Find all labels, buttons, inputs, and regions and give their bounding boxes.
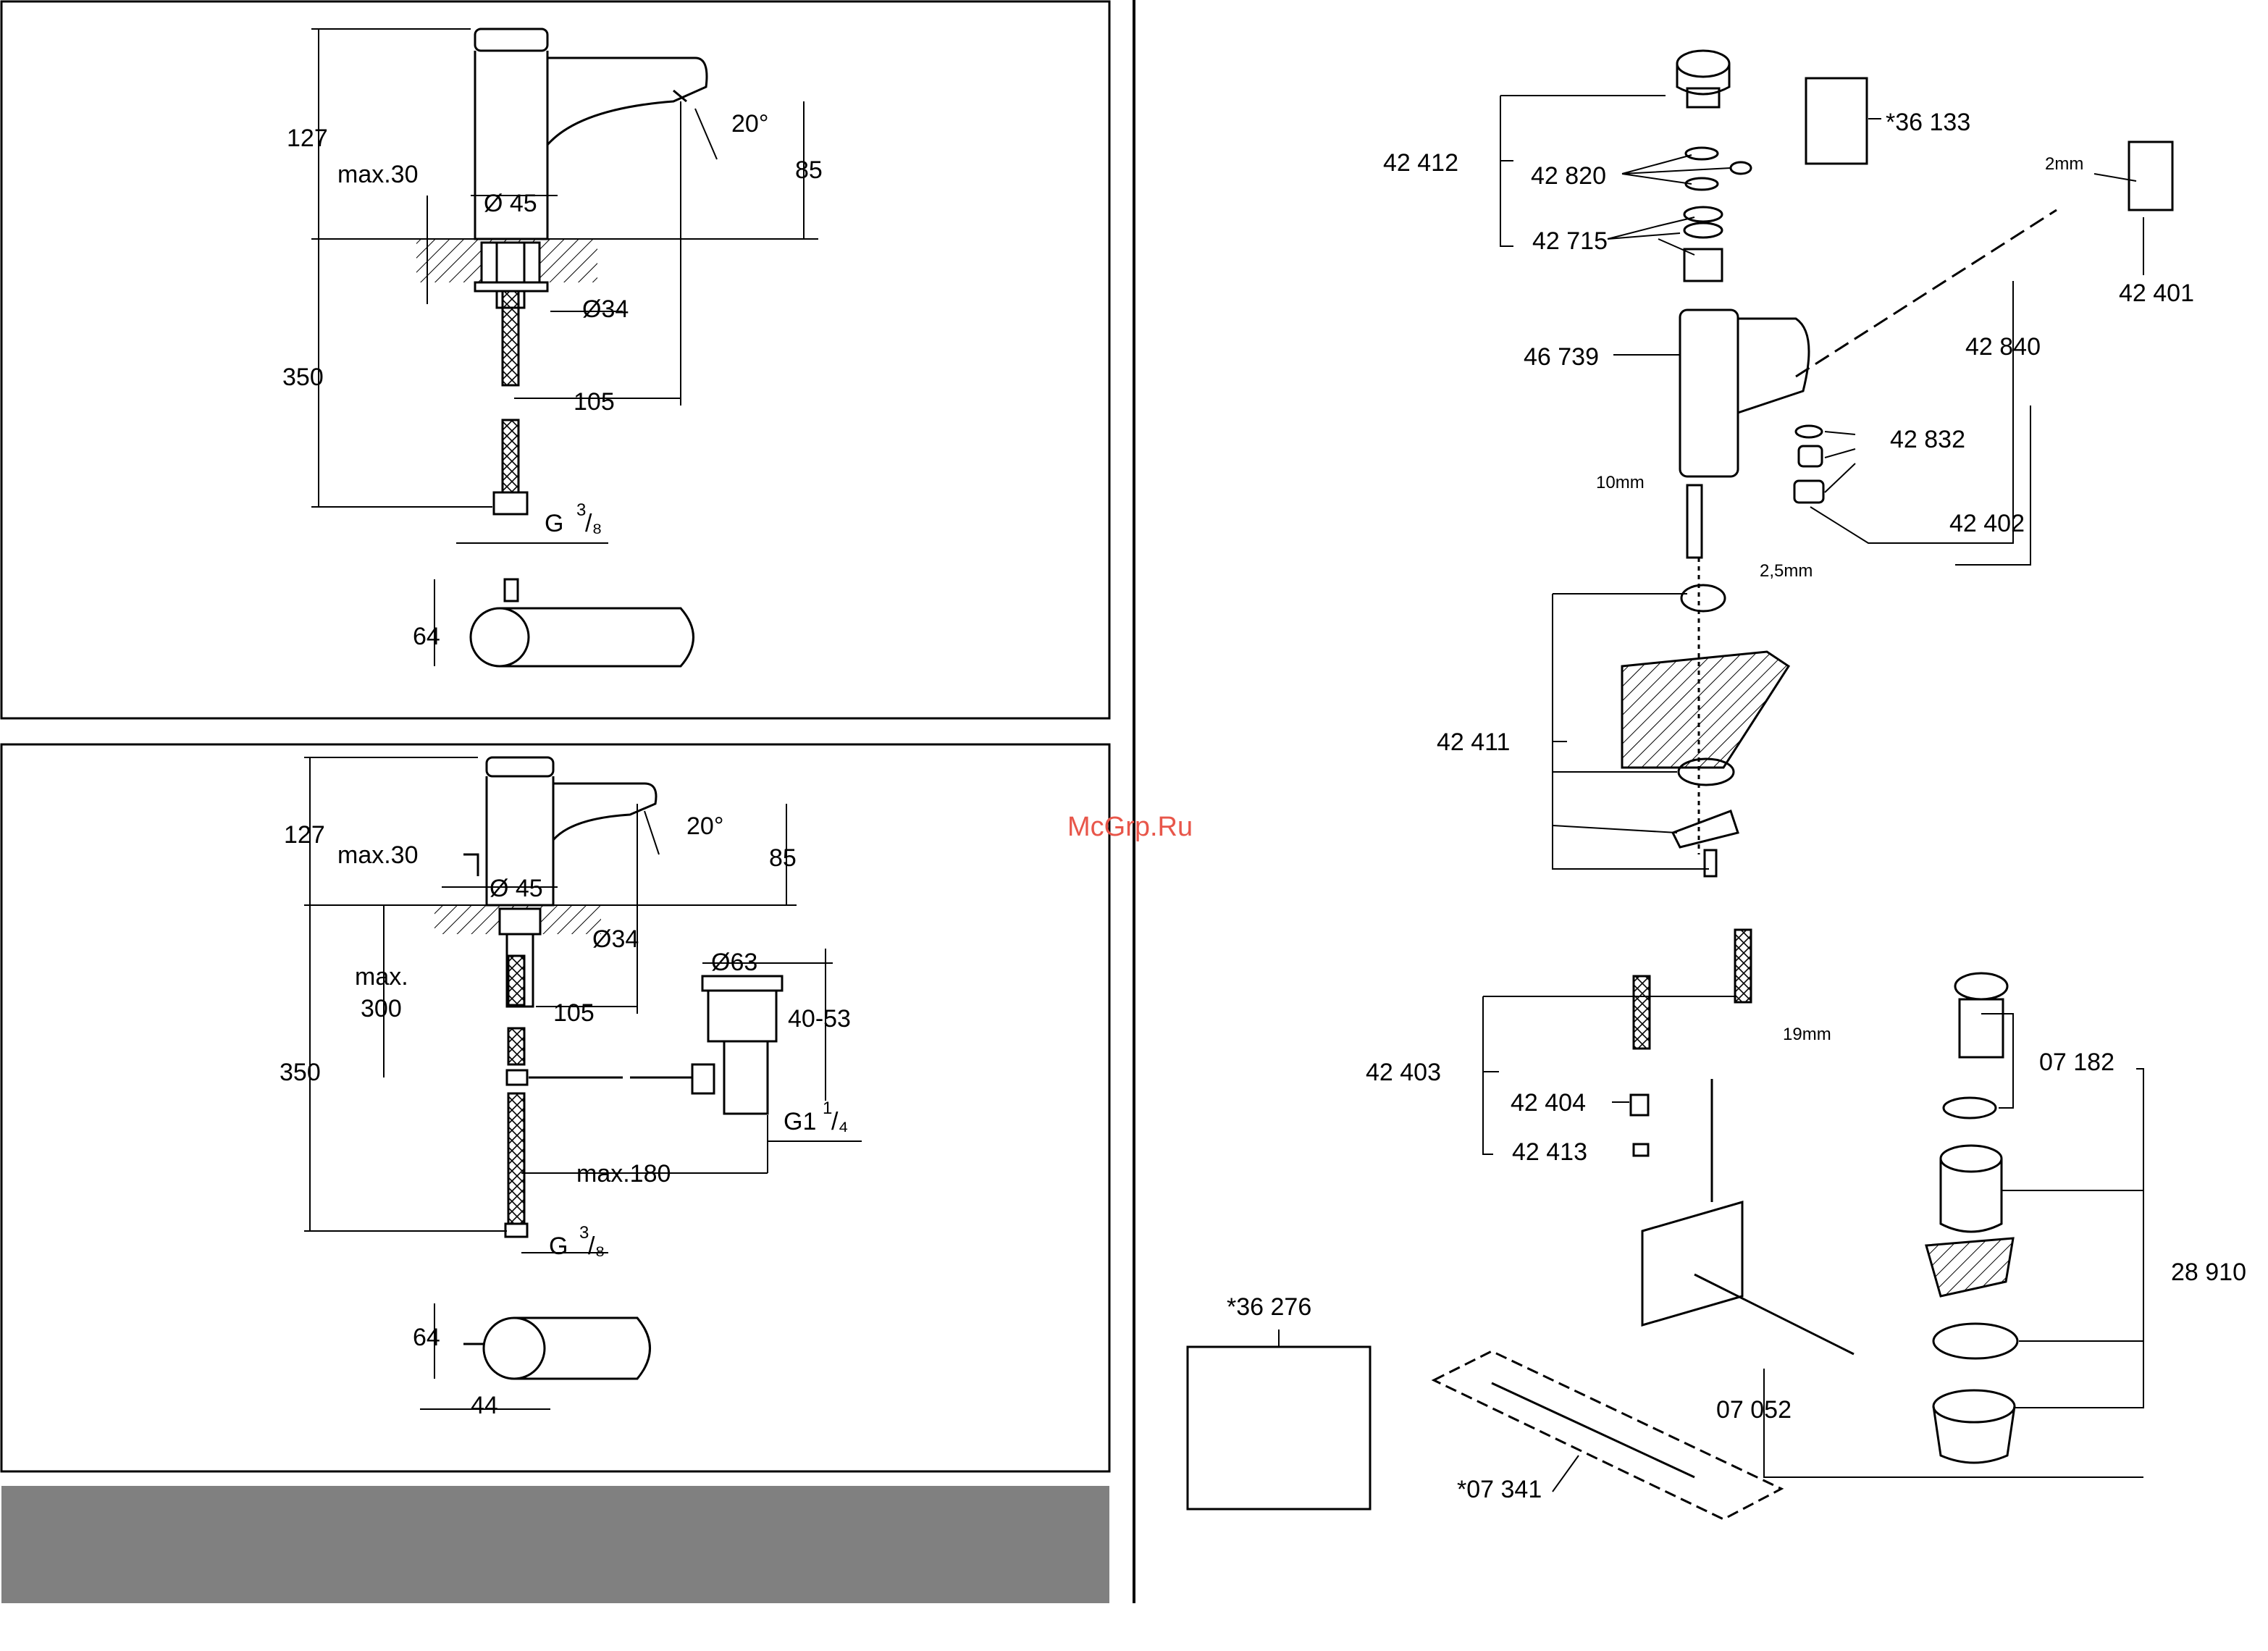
svg-text:/₄: /₄ [831, 1108, 848, 1135]
svg-text:105: 105 [553, 999, 595, 1027]
svg-text:2,5mm: 2,5mm [1760, 561, 1813, 581]
svg-text:42 412: 42 412 [1383, 149, 1458, 177]
panel-top-frame [1, 1, 1109, 718]
panel-bottom-frame [1, 744, 1109, 1471]
svg-text:*36 133: *36 133 [1886, 109, 1970, 136]
svg-text:28 910: 28 910 [2171, 1259, 2246, 1286]
svg-text:350: 350 [282, 364, 324, 391]
svg-text:*07 341: *07 341 [1457, 1476, 1542, 1503]
svg-text:64: 64 [413, 1324, 440, 1351]
svg-text:G: G [545, 510, 563, 537]
svg-text:max.30: max.30 [337, 161, 419, 188]
svg-text:42 715: 42 715 [1532, 227, 1608, 255]
svg-text:10mm: 10mm [1596, 473, 1645, 492]
svg-text:07 052: 07 052 [1716, 1396, 1792, 1424]
top-dimension-labels: 127 max.30 Ø 45 Ø34 350 105 20° 85 G 3 /… [282, 110, 823, 650]
svg-text:85: 85 [769, 844, 797, 872]
svg-text:127: 127 [284, 821, 325, 849]
svg-text:max.30: max.30 [337, 841, 419, 869]
svg-text:46 739: 46 739 [1524, 343, 1599, 371]
svg-text:07 182: 07 182 [2039, 1049, 2114, 1076]
svg-text:42 401: 42 401 [2119, 280, 2194, 307]
svg-text:Ø 45: Ø 45 [490, 875, 543, 902]
svg-text:G: G [549, 1232, 568, 1260]
svg-text:42 403: 42 403 [1366, 1059, 1441, 1086]
svg-text:64: 64 [413, 623, 440, 650]
svg-text:20°: 20° [686, 812, 723, 840]
svg-text:42 413: 42 413 [1512, 1138, 1587, 1166]
svg-text:40-53: 40-53 [788, 1005, 851, 1033]
svg-text:42 832: 42 832 [1890, 426, 1965, 453]
svg-text:44: 44 [471, 1392, 498, 1419]
exploded-view-drawing [1188, 51, 2172, 1519]
watermark: McGrp.Ru [1067, 812, 1193, 842]
top-tap-drawing [416, 29, 707, 666]
svg-text:42 820: 42 820 [1531, 162, 1606, 190]
svg-text:300: 300 [361, 995, 402, 1022]
svg-text:/₈: /₈ [585, 510, 602, 537]
svg-text:19mm: 19mm [1783, 1025, 1831, 1044]
svg-text:85: 85 [795, 156, 823, 184]
svg-text:max.180: max.180 [576, 1160, 671, 1188]
grey-footer-band [1, 1486, 1109, 1603]
svg-text:42 404: 42 404 [1511, 1089, 1586, 1117]
svg-text:Ø63: Ø63 [711, 949, 757, 976]
svg-text:*36 276: *36 276 [1227, 1293, 1311, 1321]
svg-text:127: 127 [287, 125, 328, 152]
svg-text:42 402: 42 402 [1949, 510, 2025, 537]
svg-text:42 411: 42 411 [1437, 728, 1510, 756]
svg-text:2mm: 2mm [2045, 154, 2083, 174]
svg-text:42 840: 42 840 [1965, 333, 2041, 361]
bottom-tap-drawing [434, 757, 782, 1379]
svg-text:/₈: /₈ [588, 1232, 605, 1260]
exploded-part-labels: 42 412 42 820 42 715 *36 133 2mm 42 401 … [1227, 109, 2246, 1503]
svg-text:Ø 45: Ø 45 [484, 190, 537, 217]
svg-text:20°: 20° [731, 110, 768, 138]
svg-text:Ø34: Ø34 [582, 295, 629, 323]
svg-text:350: 350 [280, 1059, 321, 1086]
svg-text:max.: max. [355, 963, 408, 991]
svg-text:G1: G1 [784, 1108, 816, 1135]
svg-text:Ø34: Ø34 [592, 925, 639, 953]
svg-text:105: 105 [574, 388, 615, 416]
bottom-dimension-labels: 127 max.30 Ø 45 Ø34 max. 300 350 105 20°… [280, 812, 851, 1419]
